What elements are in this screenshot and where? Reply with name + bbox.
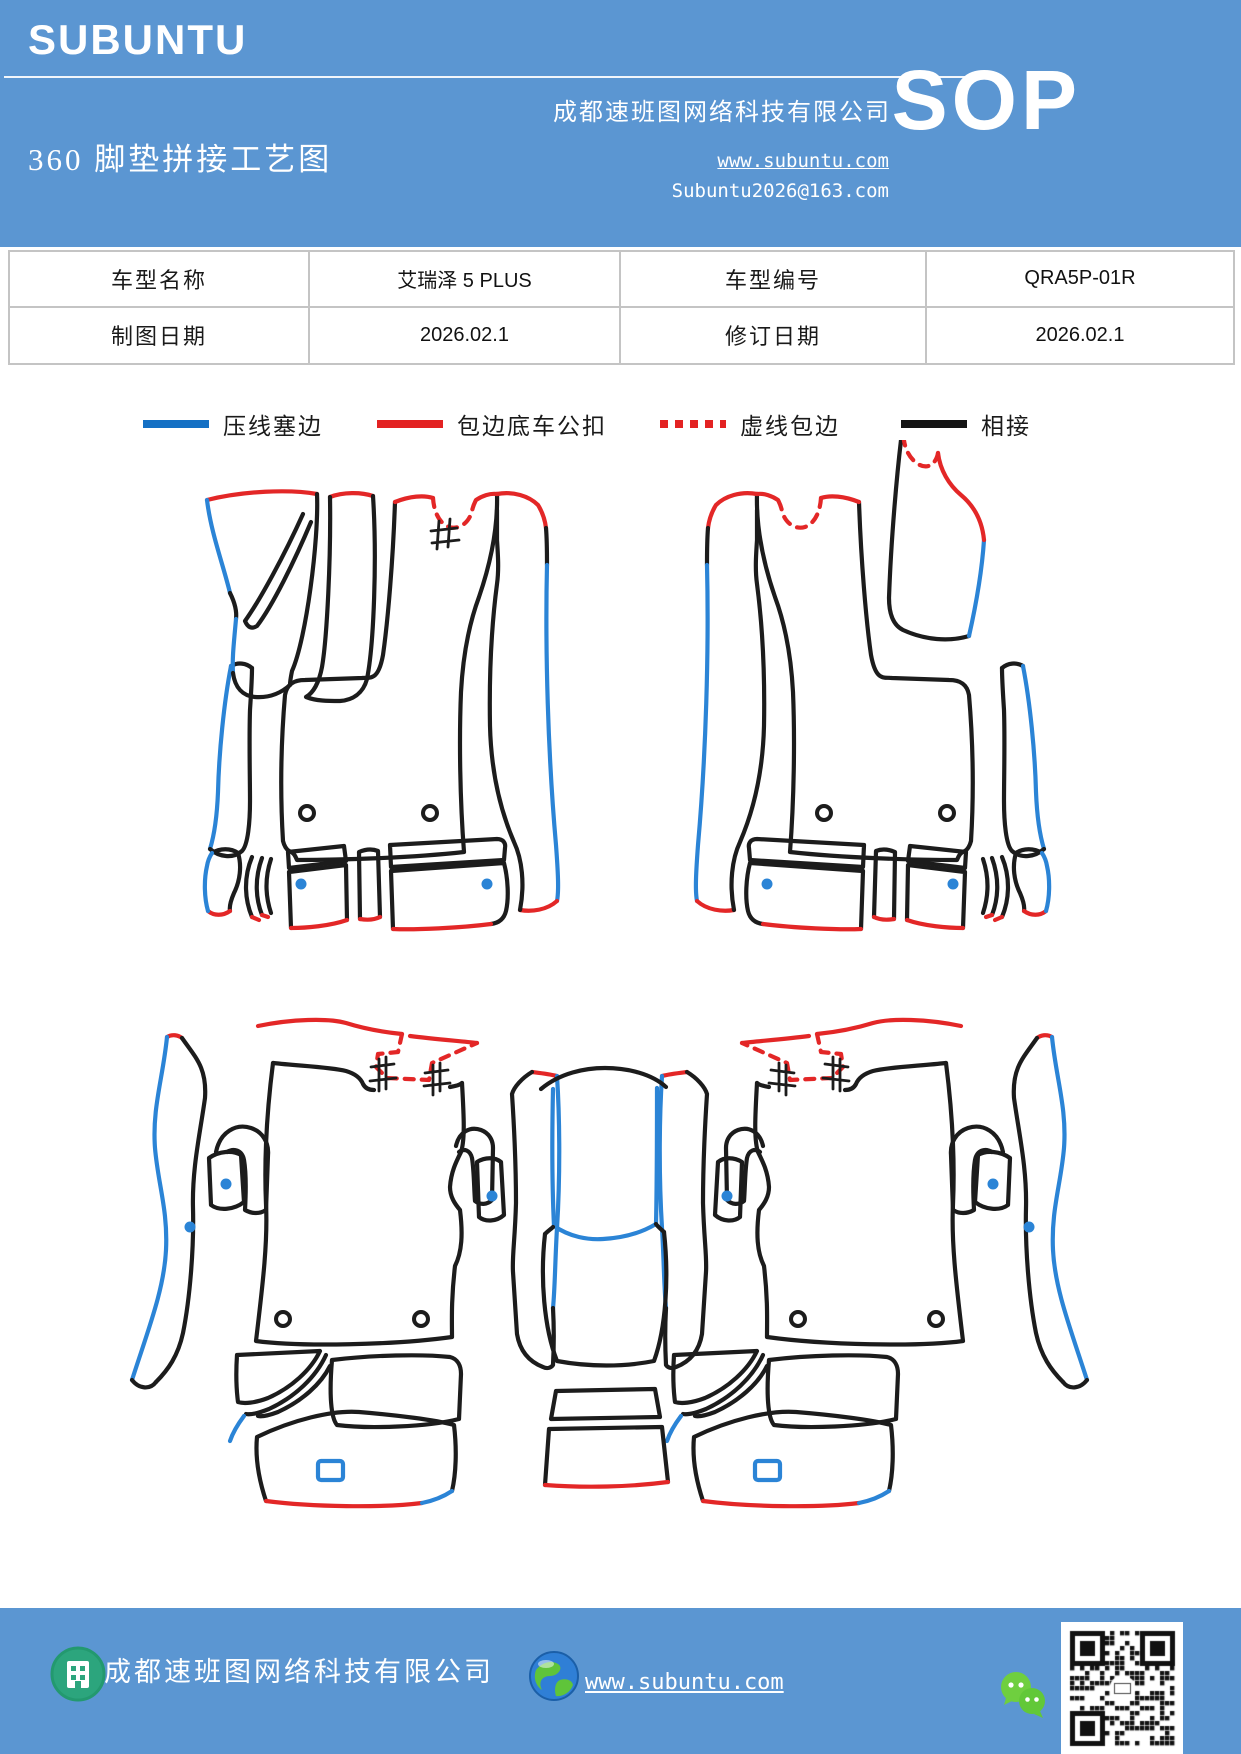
legend-item-press-edge: 压线塞边	[143, 404, 323, 444]
front-right-top-piece	[886, 440, 987, 642]
rear-left-lower-pieces	[227, 1348, 464, 1509]
footer-banner: 成都速班图网络科技有限公司 www.subuntu.com	[0, 1608, 1241, 1754]
mat-pattern-diagram	[129, 440, 1241, 1560]
header-banner: SUBUNTU 360 脚垫拼接工艺图 成都速班图网络科技有限公司 www.su…	[0, 0, 1241, 247]
model-code-value: QRA5P-01R	[927, 252, 1233, 308]
vehicle-info-table: 车型名称 艾瑞泽 5 PLUS 车型编号 QRA5P-01R 制图日期 2026…	[8, 250, 1235, 365]
model-code-label: 车型编号	[621, 252, 927, 308]
rear-left-mat	[129, 1017, 562, 1390]
sop-badge: SOP	[891, 53, 1081, 147]
wechat-icon	[1001, 1672, 1045, 1718]
model-name-label: 车型名称	[10, 252, 310, 308]
brand-logo: SUBUNTU	[28, 16, 248, 63]
rear-right-lower-pieces	[667, 1351, 898, 1506]
revise-date-value: 2026.02.1	[1035, 323, 1125, 346]
draw-date-value: 2026.02.1	[310, 307, 621, 363]
draw-date-label: 制图日期	[10, 307, 310, 363]
header-email[interactable]: Subuntu2026@163.com	[671, 180, 889, 202]
blue-line-swatch	[143, 420, 209, 428]
front-right-mat	[696, 493, 1049, 929]
revise-date-label: 修订日期	[621, 307, 927, 363]
red-line-swatch	[377, 420, 443, 428]
front-left-mat	[202, 491, 561, 932]
page-title: 360 脚垫拼接工艺图	[28, 142, 333, 177]
legend-item-dash-bind: 虚线包边	[660, 404, 840, 444]
legend-item-bind-buckle: 包边底车公扣	[377, 404, 607, 444]
legend-item-join: 相接	[901, 404, 1031, 444]
qr-code	[1061, 1622, 1183, 1754]
line-type-legend: 压线塞边 包边底车公扣 虚线包边 相接	[0, 404, 1241, 444]
model-name-value: 艾瑞泽 5 PLUS	[310, 252, 621, 308]
rear-right-mat	[660, 1020, 1087, 1388]
red-dash-swatch	[660, 420, 726, 428]
black-line-swatch	[901, 420, 967, 428]
footer-website-link[interactable]: www.subuntu.com	[585, 1670, 784, 1695]
footer-company-name: 成都速班图网络科技有限公司	[104, 1657, 494, 1687]
center-tunnel-pieces	[538, 1065, 671, 1489]
header-company-name: 成都速班图网络科技有限公司	[553, 100, 891, 126]
header-website-link[interactable]: www.subuntu.com	[717, 150, 889, 172]
building-icon	[50, 1646, 106, 1702]
front-left-flaps	[204, 489, 461, 704]
globe-icon	[529, 1651, 579, 1701]
header-divider	[4, 76, 976, 78]
